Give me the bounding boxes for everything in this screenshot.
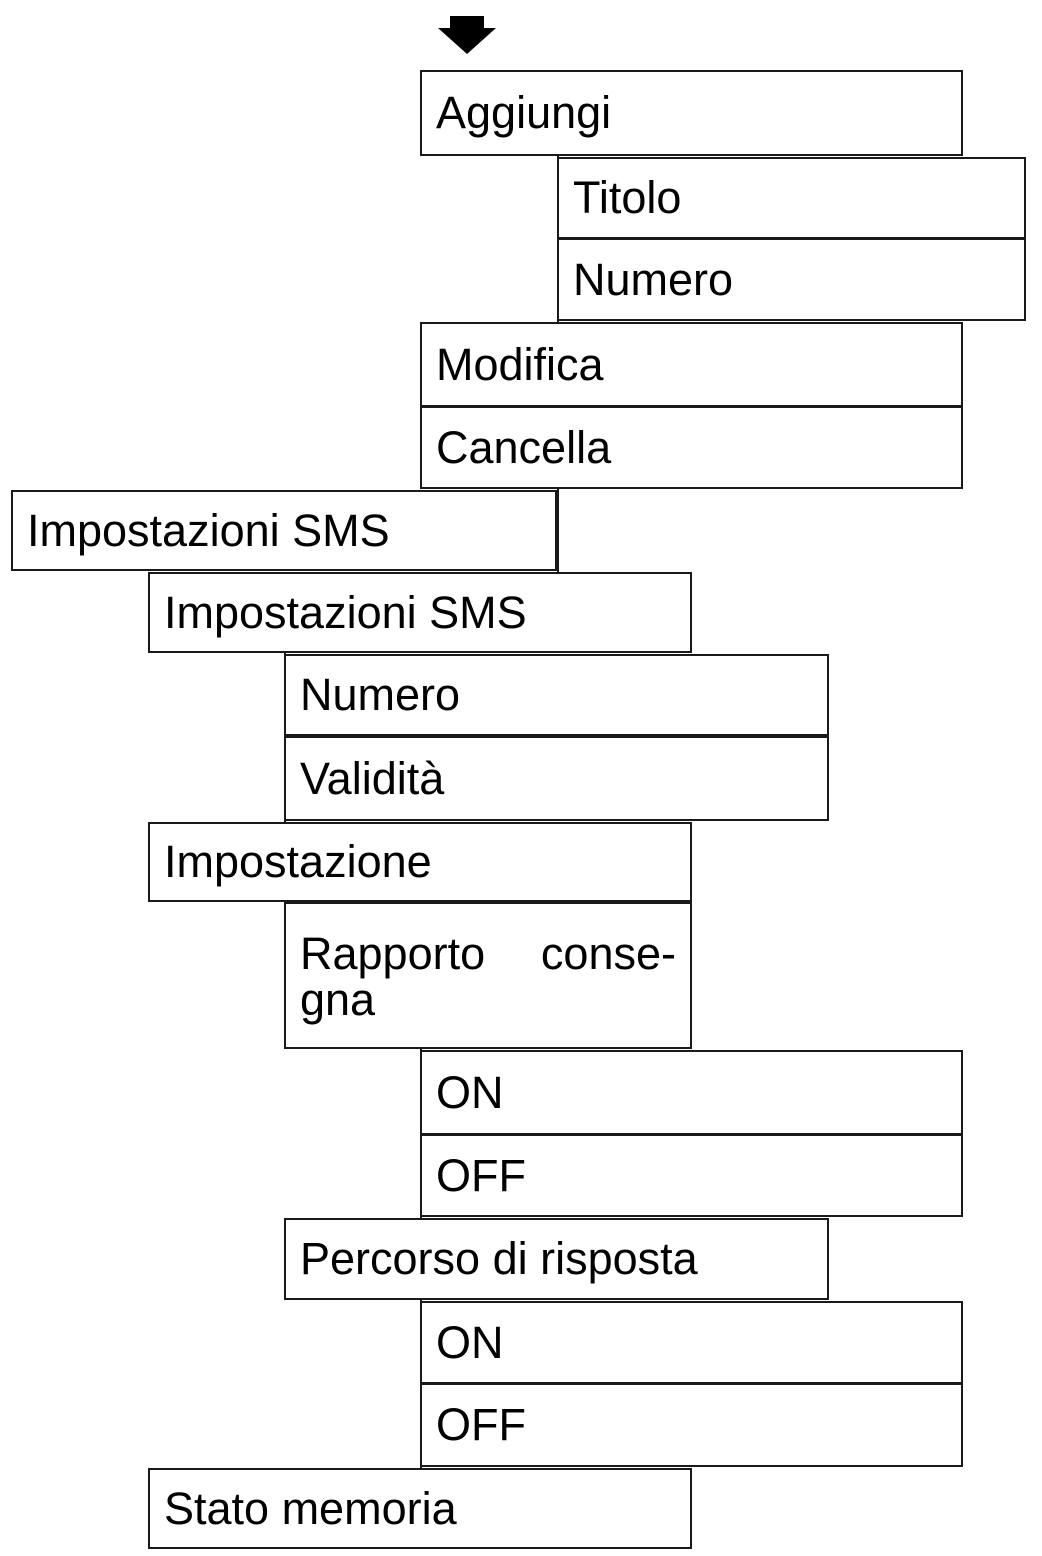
menu-node-label: Percorso di risposta bbox=[300, 1233, 698, 1285]
menu-node-label: ON bbox=[436, 1316, 504, 1368]
menu-node-rapporto-on[interactable]: ON bbox=[420, 1050, 963, 1135]
down-arrow-icon bbox=[438, 16, 496, 54]
menu-node-label: OFF bbox=[436, 1149, 526, 1201]
menu-node-label: Stato memoria bbox=[164, 1482, 457, 1534]
menu-node-label: Cancella bbox=[436, 421, 612, 473]
menu-node-rapporto-off[interactable]: OFF bbox=[420, 1134, 963, 1217]
menu-node-label: Modifica bbox=[436, 338, 604, 390]
menu-node-label: OFF bbox=[436, 1399, 526, 1451]
menu-node-percorso-risposta[interactable]: Percorso di risposta bbox=[284, 1218, 829, 1300]
menu-node-label: Numero bbox=[300, 669, 461, 721]
menu-node-impostazioni-sms-secondary[interactable]: Impostazioni SMS bbox=[148, 572, 692, 653]
menu-node-label: Titolo bbox=[573, 172, 682, 224]
menu-node-percorso-on[interactable]: ON bbox=[420, 1301, 963, 1384]
menu-node-label: ON bbox=[436, 1066, 504, 1118]
menu-node-impostazione[interactable]: Impostazione bbox=[148, 822, 692, 902]
menu-node-label: Impostazioni SMS bbox=[27, 504, 390, 556]
menu-node-label: Aggiungi bbox=[436, 87, 612, 139]
menu-node-label: Validità bbox=[300, 752, 445, 804]
menu-node-validita[interactable]: Validità bbox=[284, 736, 829, 821]
menu-node-impostazioni-sms-primary[interactable]: Impostazioni SMS bbox=[11, 490, 557, 571]
menu-node-label: Impostazione bbox=[164, 836, 432, 888]
menu-node-modifica[interactable]: Modifica bbox=[420, 322, 963, 407]
menu-node-cancella[interactable]: Cancella bbox=[420, 406, 963, 489]
menu-node-label: Impostazioni SMS bbox=[164, 586, 527, 638]
menu-node-numero-contatto[interactable]: Numero bbox=[557, 238, 1026, 321]
connector-cancella-impostazioni bbox=[557, 488, 559, 572]
menu-node-stato-memoria[interactable]: Stato memoria bbox=[148, 1468, 692, 1549]
menu-node-rapporto-consegna[interactable]: Rapporto conse-gna bbox=[284, 902, 692, 1049]
menu-node-numero-centro[interactable]: Numero bbox=[284, 654, 829, 736]
menu-node-percorso-off[interactable]: OFF bbox=[420, 1383, 963, 1467]
menu-node-titolo[interactable]: Titolo bbox=[557, 157, 1026, 239]
menu-node-label: Numero bbox=[573, 253, 734, 305]
menu-node-label: Rapporto conse-gna bbox=[300, 927, 676, 1025]
menu-node-aggiungi[interactable]: Aggiungi bbox=[420, 70, 963, 156]
